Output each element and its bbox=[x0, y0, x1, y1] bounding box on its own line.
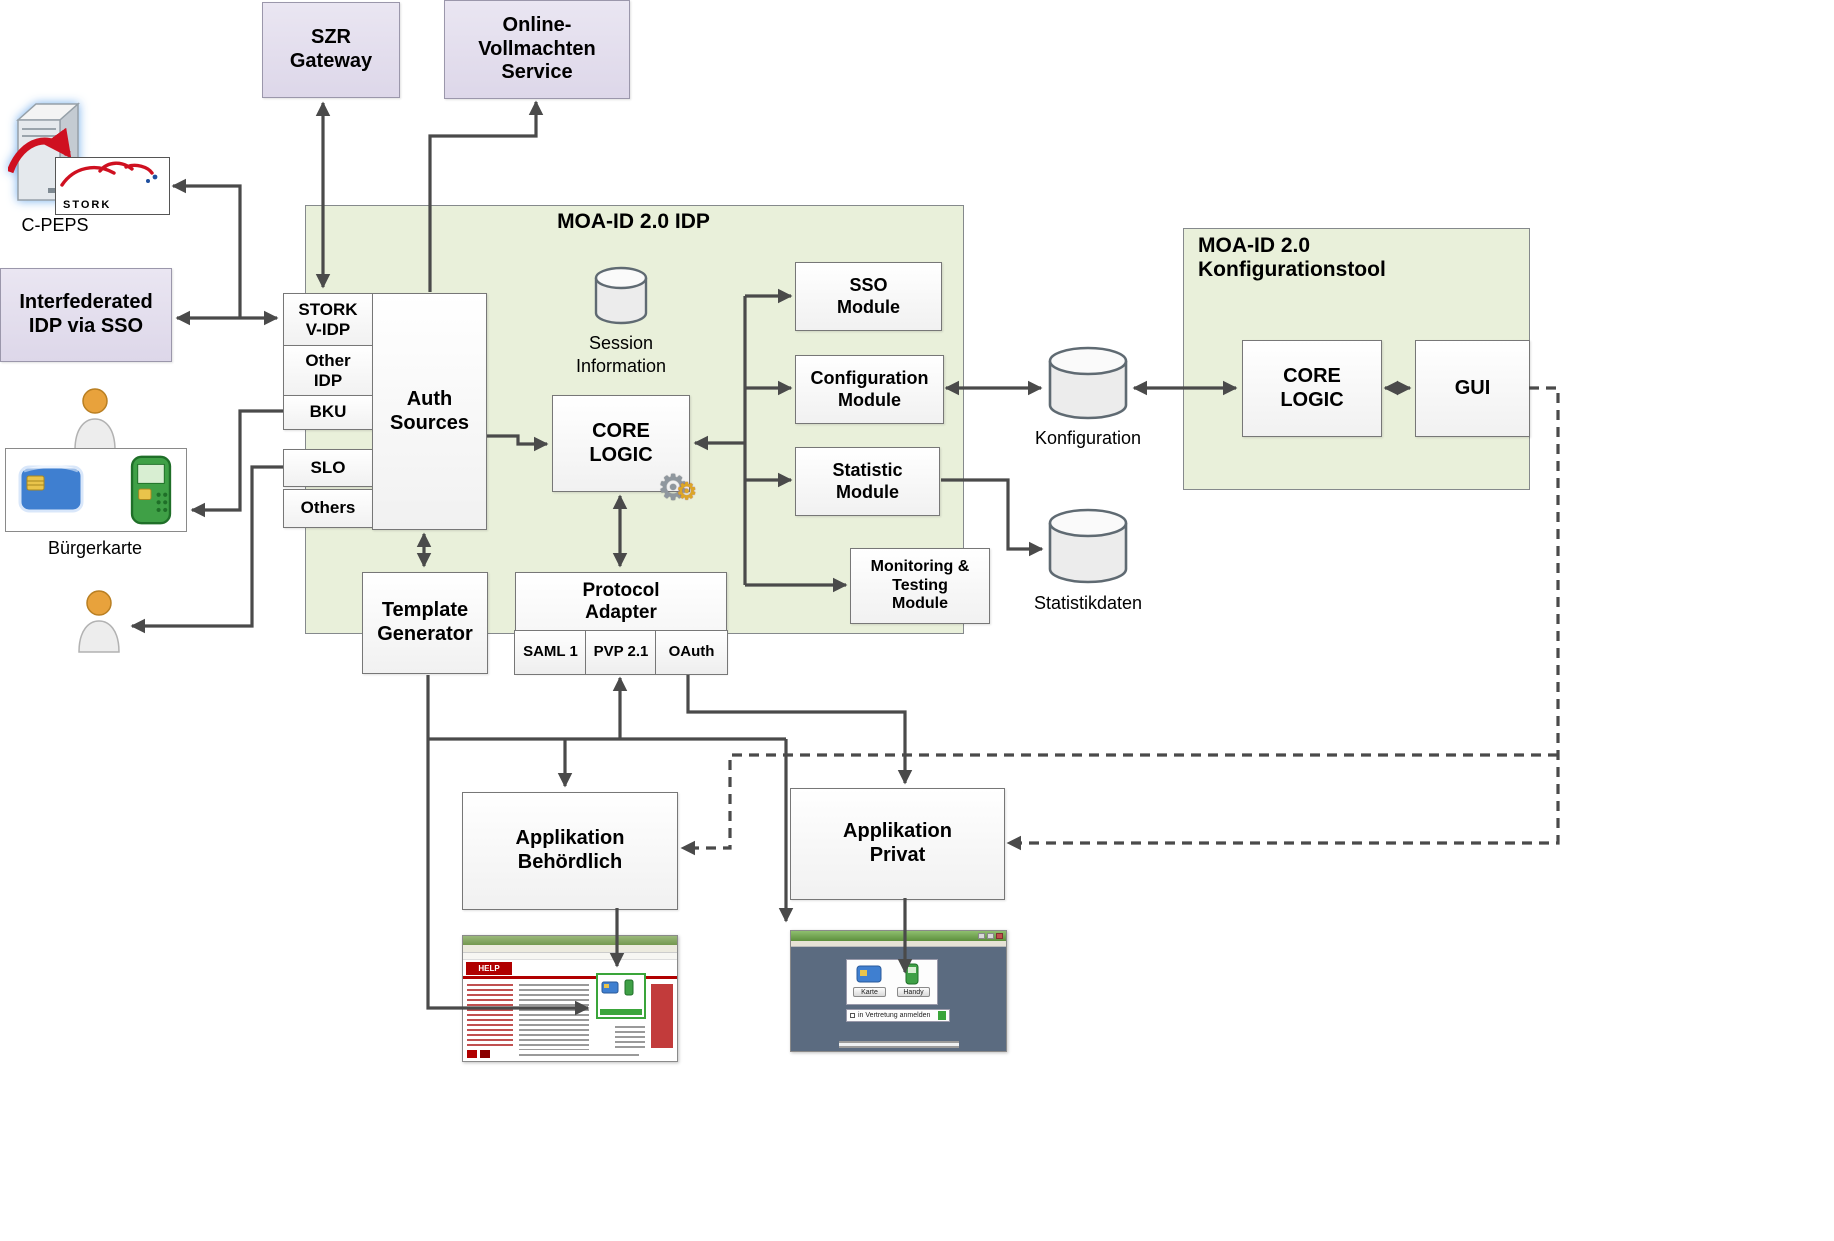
tool-core-logic-box: CORE LOGIC bbox=[1242, 340, 1382, 437]
moa-id-idp-title: MOA-ID 2.0 IDP bbox=[557, 210, 710, 233]
status-green-icon bbox=[938, 1011, 946, 1020]
person-icon bbox=[72, 388, 118, 452]
checkbox-icon bbox=[850, 1013, 855, 1018]
arrow-oauth-app-privat bbox=[686, 675, 913, 785]
statistikdaten-label: Statistikdaten bbox=[1033, 593, 1143, 613]
stork-vidp-box: STORK V-IDP bbox=[283, 293, 373, 347]
overlay-bar bbox=[600, 1009, 642, 1015]
browser-titlebar bbox=[463, 936, 677, 945]
window-footer bbox=[839, 1041, 959, 1048]
konfiguration-label: Konfiguration bbox=[1034, 428, 1142, 448]
arrow-to-cpeps bbox=[171, 178, 242, 318]
protocol-row: SAML 1 PVP 2.1 OAuth bbox=[514, 629, 728, 675]
mini-phone-icon bbox=[624, 979, 634, 996]
footer-text bbox=[519, 1054, 639, 1059]
interfederated-idp-box: Interfederated IDP via SSO bbox=[0, 268, 172, 362]
right-banner bbox=[651, 984, 673, 1048]
vertretung-strip: in Vertretung anmelden bbox=[846, 1009, 950, 1022]
stork-badge-label: STORK bbox=[63, 199, 112, 211]
app-behoerdlich-box: Applikation Behördlich bbox=[462, 792, 678, 910]
vertretung-label: in Vertretung anmelden bbox=[858, 1012, 931, 1019]
login-panel: Karte Handy bbox=[846, 959, 938, 1005]
footer-logo-1 bbox=[467, 1050, 477, 1058]
window-titlebar bbox=[791, 931, 1006, 941]
protocol-adapter-label: Protocol Adapter bbox=[582, 580, 660, 623]
login-overlay bbox=[596, 973, 646, 1019]
handy-button: Handy bbox=[897, 987, 930, 997]
maximize-icon bbox=[987, 933, 994, 939]
konfiguration-database-icon bbox=[1046, 346, 1130, 422]
pvp21-box: PVP 2.1 bbox=[584, 629, 658, 675]
buergerkarte-box bbox=[5, 448, 187, 532]
core-logic-box: CORE LOGIC ⚙⚙ bbox=[552, 395, 697, 505]
auth-sources-box: Auth Sources bbox=[372, 293, 487, 530]
session-information-label: Session Information bbox=[575, 333, 667, 376]
online-vollmachten-service-box: Online- Vollmachten Service bbox=[444, 0, 630, 99]
statistik-database-icon bbox=[1046, 508, 1130, 586]
buergerkarte-label: Bürgerkarte bbox=[47, 538, 143, 558]
handy-icon bbox=[905, 963, 919, 985]
browser-navstrip bbox=[463, 953, 677, 960]
session-database-icon bbox=[592, 266, 650, 326]
mini-card-icon bbox=[601, 981, 619, 994]
karte-button: Karte bbox=[853, 987, 886, 997]
left-link-column bbox=[467, 984, 513, 1046]
bku-box: BKU bbox=[283, 395, 373, 430]
center-text-column bbox=[519, 984, 589, 1050]
konfigtool-title: MOA-ID 2.0 Konfigurationstool bbox=[1198, 234, 1386, 281]
saml1-box: SAML 1 bbox=[514, 629, 587, 675]
window-menubar bbox=[791, 941, 1006, 947]
help-masthead: HELP bbox=[466, 962, 512, 975]
mobile-phone-icon bbox=[130, 455, 172, 525]
core-logic-label: CORE LOGIC bbox=[589, 419, 653, 466]
karte-icon bbox=[856, 965, 882, 983]
template-generator-box: Template Generator bbox=[362, 572, 488, 674]
help-portal-screenshot: HELP bbox=[462, 935, 678, 1062]
configuration-module-box: Configuration Module bbox=[795, 355, 944, 424]
others-box: Others bbox=[283, 489, 373, 528]
login-window-screenshot: Karte Handy in Vertretung anmelden bbox=[790, 930, 1007, 1052]
sso-module-box: SSO Module bbox=[795, 262, 942, 331]
lower-text-column bbox=[615, 1026, 645, 1050]
footer-logo-2 bbox=[480, 1050, 490, 1058]
browser-toolbar bbox=[463, 945, 677, 953]
other-idp-box: Other IDP bbox=[283, 345, 373, 397]
app-privat-box: Applikation Privat bbox=[790, 788, 1005, 900]
cpeps-label: C-PEPS bbox=[21, 215, 89, 235]
gui-box: GUI bbox=[1415, 340, 1530, 437]
slo-box: SLO bbox=[283, 449, 373, 487]
citizen-card-icon bbox=[18, 465, 84, 513]
gear-icon: ⚙⚙ bbox=[657, 469, 697, 507]
szr-gateway-box: SZR Gateway bbox=[262, 2, 400, 98]
protocol-adapter-box: Protocol Adapter SAML 1 PVP 2.1 OAuth bbox=[514, 572, 728, 675]
close-icon bbox=[996, 933, 1003, 939]
statistic-module-box: Statistic Module bbox=[795, 447, 940, 516]
arrow-bku-buergerkarte bbox=[190, 409, 283, 518]
monitoring-module-box: Monitoring & Testing Module bbox=[850, 548, 990, 624]
person-icon-2 bbox=[76, 590, 122, 654]
stork-logo-icon: STORK bbox=[55, 157, 170, 215]
oauth-box: OAuth bbox=[655, 629, 728, 675]
minimize-icon bbox=[978, 933, 985, 939]
